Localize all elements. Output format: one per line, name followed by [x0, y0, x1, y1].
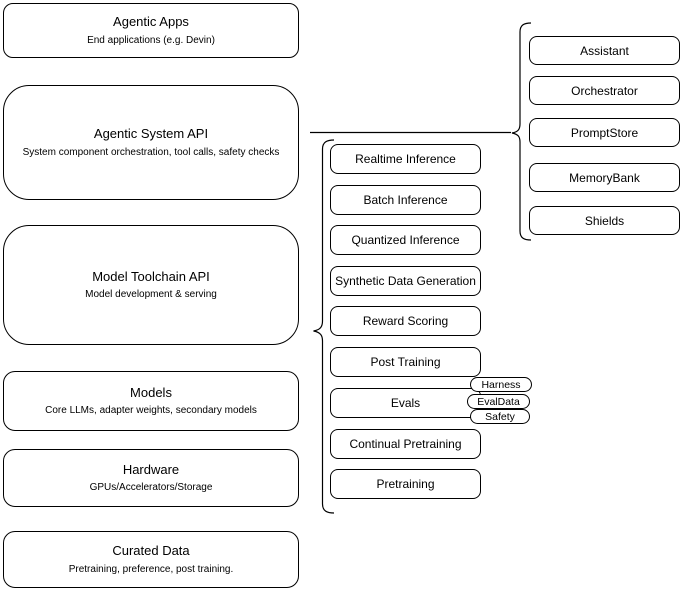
- node-subtitle: GPUs/Accelerators/Storage: [89, 482, 213, 494]
- node-hardware: Hardware GPUs/Accelerators/Storage: [3, 449, 299, 507]
- node-curated-data: Curated Data Pretraining, preference, po…: [3, 531, 299, 588]
- node-evals: Evals: [330, 388, 481, 418]
- brace-system-components: [511, 22, 532, 241]
- node-orchestrator: Orchestrator: [529, 76, 680, 105]
- node-memorybank: MemoryBank: [529, 163, 680, 192]
- node-reward-scoring: Reward Scoring: [330, 306, 481, 336]
- pill-harness: Harness: [470, 377, 532, 392]
- node-title: Model Toolchain API: [92, 268, 210, 284]
- node-title: Models: [130, 384, 172, 400]
- node-assistant: Assistant: [529, 36, 680, 65]
- node-title: Curated Data: [112, 543, 190, 559]
- node-title: Agentic System API: [93, 126, 209, 142]
- node-subtitle: Core LLMs, adapter weights, secondary mo…: [45, 405, 257, 417]
- node-subtitle: End applications (e.g. Devin): [87, 34, 215, 46]
- node-subtitle: Pretraining, preference, post training.: [68, 563, 234, 575]
- node-subtitle: System component orchestration, tool cal…: [22, 146, 280, 158]
- node-title: Hardware: [122, 461, 180, 477]
- node-post-training: Post Training: [330, 347, 481, 377]
- node-realtime-inference: Realtime Inference: [330, 144, 481, 174]
- node-shields: Shields: [529, 206, 680, 235]
- node-quantized-inference: Quantized Inference: [330, 225, 481, 255]
- node-subtitle: Model development & serving: [85, 289, 217, 301]
- node-models: Models Core LLMs, adapter weights, secon…: [3, 371, 299, 431]
- node-agentic-system-api: Agentic System API System component orch…: [3, 85, 299, 200]
- pill-safety: Safety: [470, 409, 530, 424]
- node-synthetic-data-generation: Synthetic Data Generation: [330, 266, 481, 296]
- node-batch-inference: Batch Inference: [330, 185, 481, 215]
- node-title: Agentic Apps: [113, 14, 189, 30]
- brace-toolchain-components: [313, 139, 335, 514]
- node-agentic-apps: Agentic Apps End applications (e.g. Devi…: [3, 3, 299, 58]
- node-promptstore: PromptStore: [529, 118, 680, 147]
- node-pretraining: Pretraining: [330, 469, 481, 499]
- node-continual-pretraining: Continual Pretraining: [330, 429, 481, 459]
- node-model-toolchain-api: Model Toolchain API Model development & …: [3, 225, 299, 345]
- pill-evaldata: EvalData: [467, 394, 530, 409]
